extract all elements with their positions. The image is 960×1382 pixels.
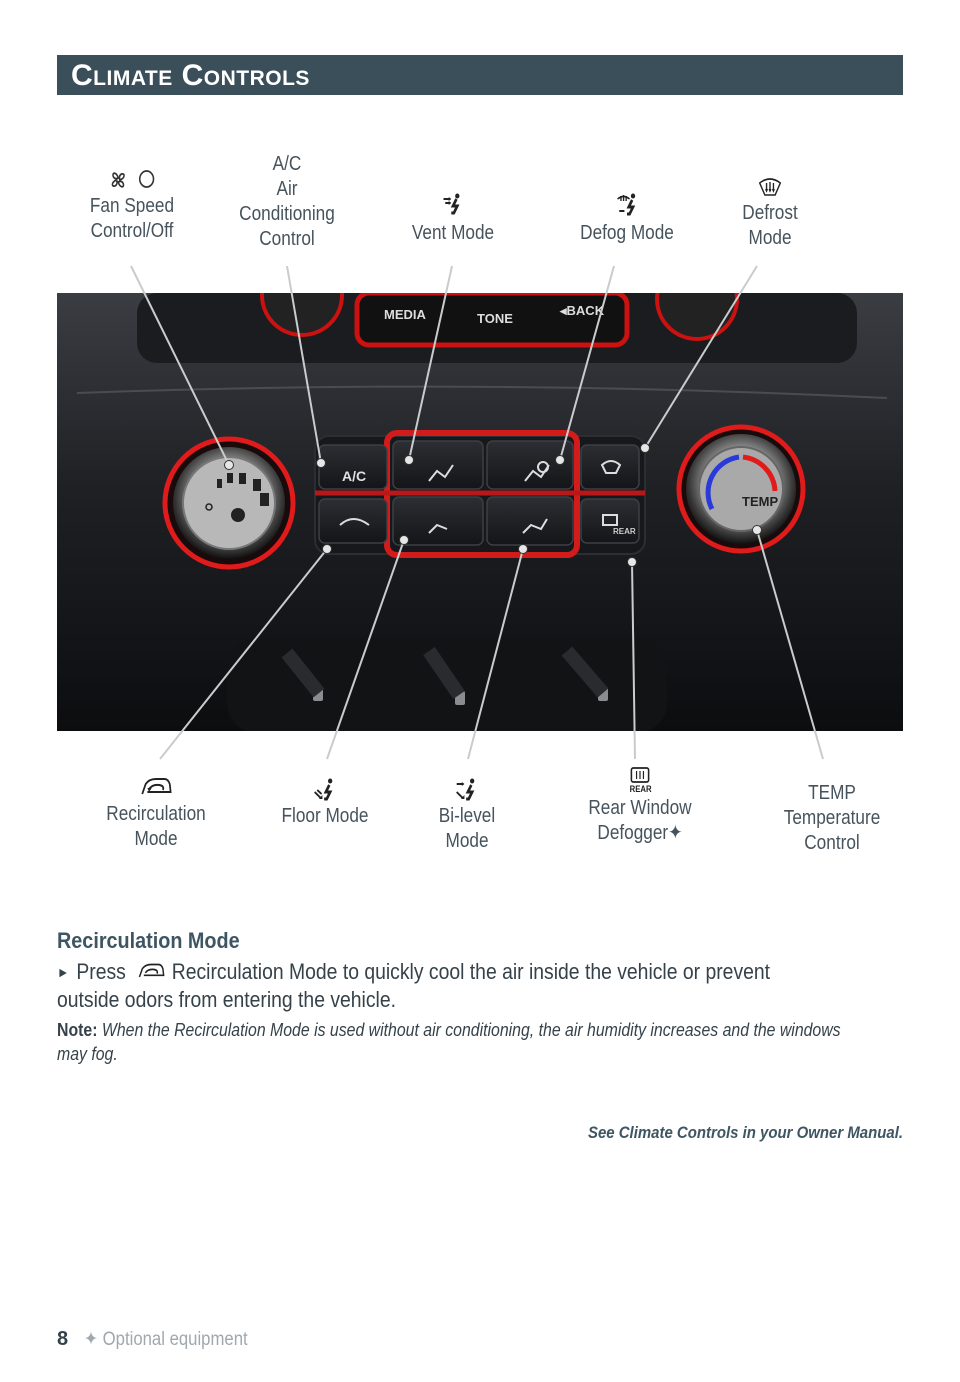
label-recirculation: Recirculation Mode — [104, 776, 207, 852]
label-recirc-line2: Mode — [134, 828, 178, 850]
vent-mode-icon — [443, 193, 460, 215]
label-temp-line3: Control — [804, 832, 860, 854]
label-rear-defogger: REAR Rear Window Defogger✦ — [584, 766, 696, 846]
label-floor-text: Floor Mode — [281, 805, 369, 827]
label-recirc-line1: Recirculation — [106, 803, 206, 825]
label-fan-line1: Fan Speed — [89, 195, 175, 217]
label-defrost-line2: Mode — [748, 227, 792, 249]
label-defog: Defog Mode — [575, 193, 678, 246]
note: Note: When the Recirculation Mode is use… — [57, 1018, 849, 1066]
label-fan-speed: Fan Speed Control/Off — [80, 168, 183, 244]
rear-defogger-icon: REAR — [630, 767, 652, 794]
svg-text:REAR: REAR — [630, 783, 652, 794]
label-floor: Floor Mode — [273, 778, 376, 829]
label-rear-line1: Rear Window — [588, 797, 692, 819]
bilevel-mode-icon — [456, 778, 475, 801]
ac-button-photo: A/C — [342, 468, 366, 484]
label-defrost: Defrost Mode — [718, 177, 821, 251]
label-ac-line3: Conditioning — [239, 203, 335, 225]
label-bilevel-text: Bi-level Mode — [438, 805, 496, 852]
label-defog-text: Defog Mode — [580, 222, 674, 244]
note-text: When the Recirculation Mode is used with… — [57, 1020, 841, 1064]
tone-button: TONE — [477, 311, 513, 326]
header-bar: Climate Controls — [57, 55, 903, 95]
climate-panel-illustration: MEDIA TONE ◂BACK A/C REAR — [57, 293, 903, 731]
optional-equipment-note: ✦ Optional equipment — [84, 1329, 248, 1350]
label-defrost-line1: Defrost — [742, 202, 798, 224]
media-button: MEDIA — [384, 307, 427, 322]
label-vent: Vent Mode — [401, 193, 504, 246]
climate-panel-photo: MEDIA TONE ◂BACK A/C REAR — [57, 293, 903, 731]
back-button: ◂BACK — [559, 303, 605, 318]
defrost-icon — [758, 178, 782, 196]
label-ac-line4: Control — [259, 228, 315, 250]
floor-mode-icon — [314, 778, 333, 801]
recirculation-icon — [141, 778, 172, 795]
recirculation-inline-icon — [139, 963, 165, 978]
label-fan-line2: Control/Off — [90, 220, 174, 242]
power-off-icon — [138, 170, 155, 188]
section-title: Recirculation Mode — [57, 928, 240, 953]
bullet-press: Press — [76, 959, 126, 984]
label-temp-line2: Temperature — [783, 807, 881, 829]
defog-mode-icon — [617, 193, 636, 216]
bullet-recirculation: ► Press Recirculation Mode to quickly coo… — [57, 958, 779, 1013]
label-vent-text: Vent Mode — [411, 222, 495, 244]
page-number: 8 — [57, 1328, 69, 1350]
label-rear-line2: Defogger✦ — [597, 822, 683, 844]
label-ac-line2: Air — [276, 178, 298, 200]
page-title: Climate Controls — [71, 59, 310, 92]
bullet-arrow-icon: ► — [57, 964, 70, 980]
label-temp-line1: TEMP — [808, 782, 856, 804]
see-also-text: See Climate Controls in your Owner Manua… — [587, 1123, 903, 1142]
note-label: Note: — [57, 1020, 98, 1040]
label-bilevel: Bi-level Mode — [415, 778, 518, 854]
label-ac-line1: A/C — [272, 153, 302, 175]
fan-icon — [111, 172, 125, 188]
temp-knob-label: TEMP — [742, 494, 778, 509]
label-temp: TEMP Temperature Control — [780, 781, 883, 856]
rear-button-photo: REAR — [613, 527, 636, 536]
bullet-rest: Recirculation Mode to quickly cool the a… — [57, 959, 771, 1012]
label-ac: A/C Air Conditioning Control — [235, 152, 338, 252]
